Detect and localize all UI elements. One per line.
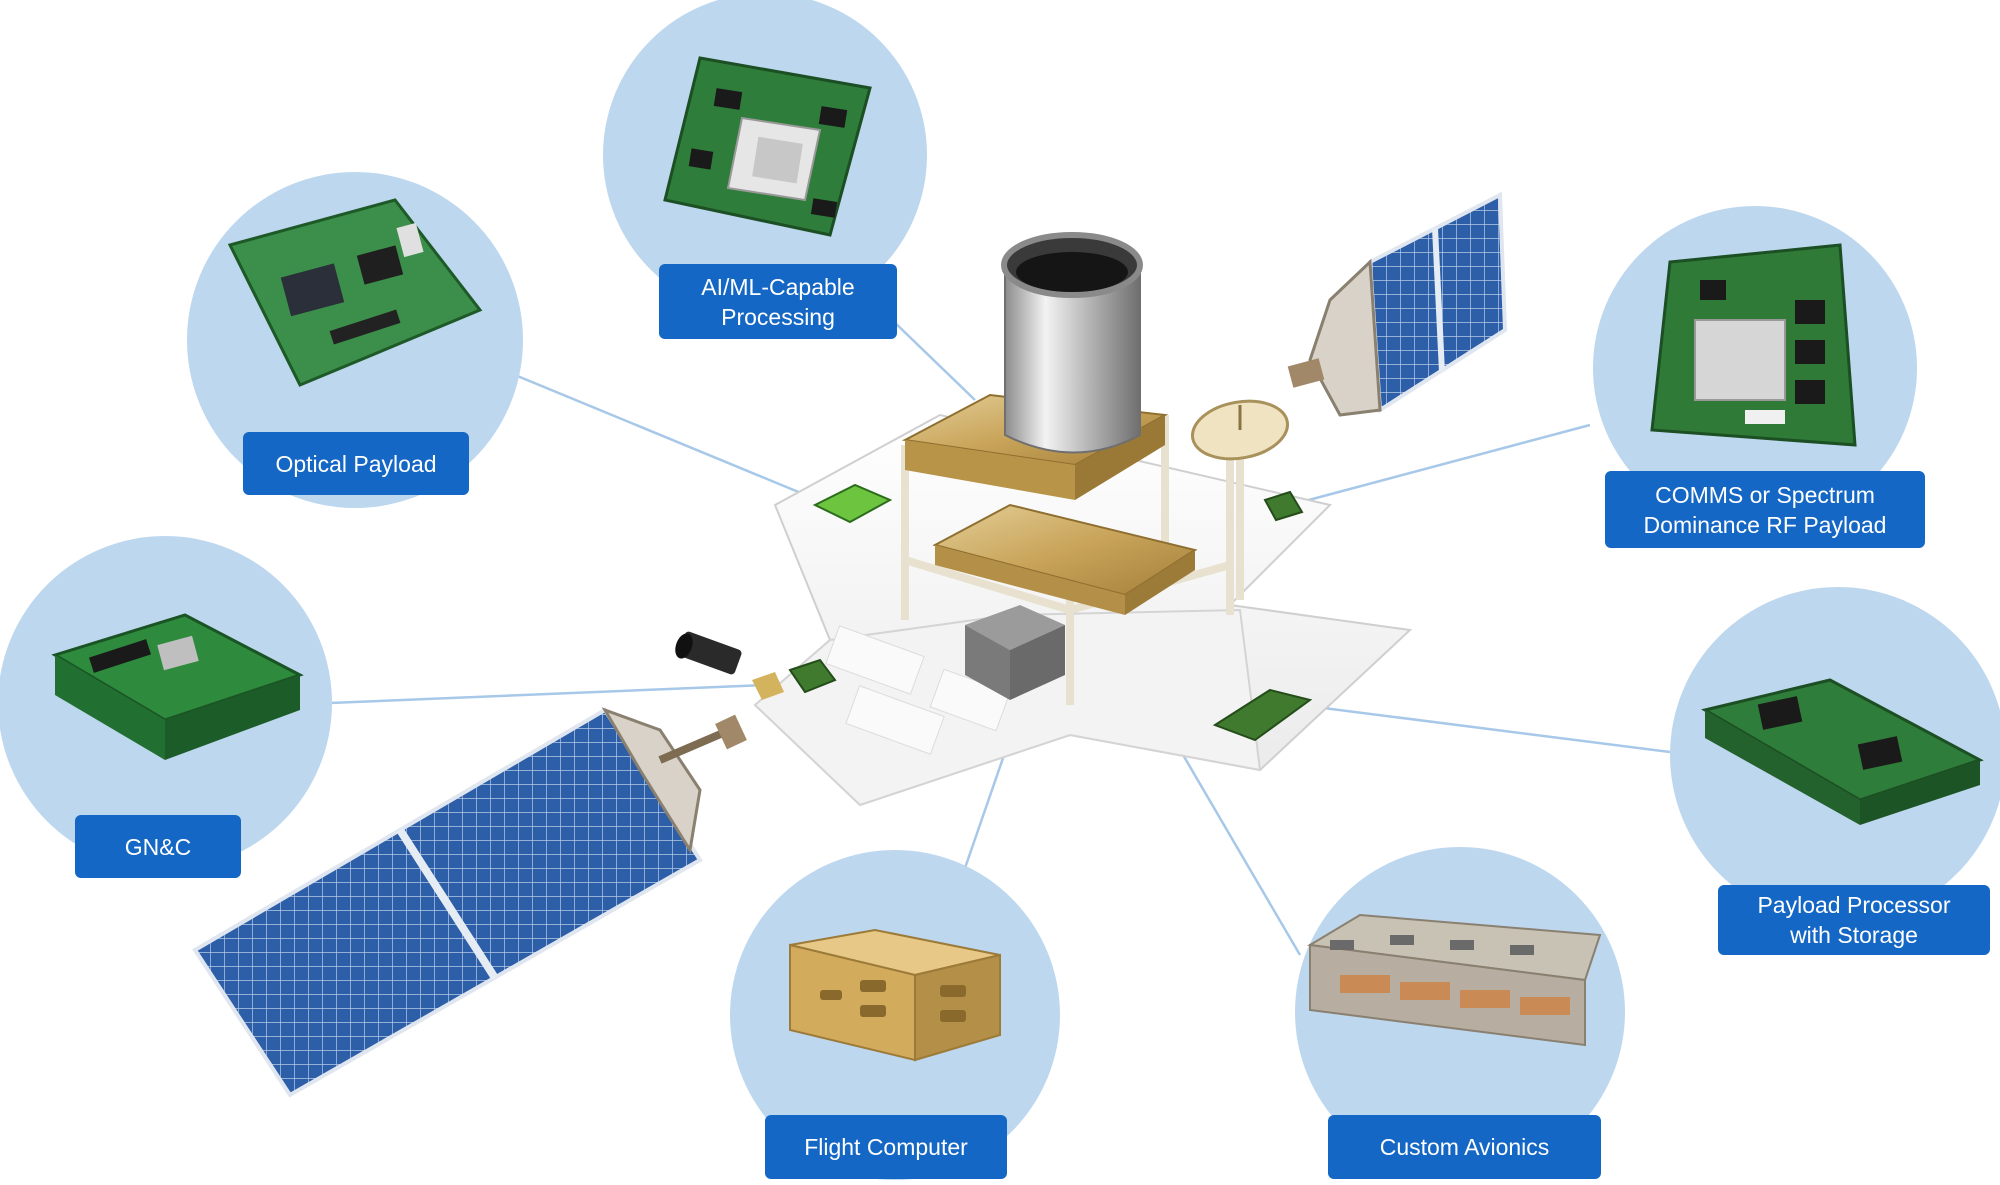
flight-computer-box-image <box>789 928 1001 1062</box>
label-line: Processing <box>721 303 835 330</box>
custom-avionics-chassis-image <box>1307 913 1602 1047</box>
label-line: Payload Processor <box>1757 892 1951 918</box>
gold-tray <box>932 503 1198 615</box>
connector-ai-ml <box>889 317 976 401</box>
solar-panel-right <box>1287 191 1508 417</box>
comms-board-image <box>1650 243 1857 447</box>
label-comms-rf-payload: COMMS or Spectrum Dominance RF Payload <box>1605 471 1925 548</box>
label-line: with Storage <box>1790 922 1918 948</box>
label-line: Optical Payload <box>275 450 437 477</box>
satellite-illustration <box>192 191 1508 1098</box>
payload-processor-board-image <box>1701 678 1984 825</box>
label-line: Flight Computer <box>804 1134 968 1160</box>
connector-lines <box>329 317 1671 956</box>
gnc-board-image <box>51 613 304 760</box>
label-optical-payload: Optical Payload <box>243 432 469 495</box>
label-ai-ml-processing: AI/ML-Capable Processing <box>659 264 897 339</box>
camera-lens <box>675 631 784 700</box>
label-line: Dominance RF Payload <box>1643 511 1887 538</box>
label-custom-avionics: Custom Avionics <box>1328 1115 1601 1179</box>
optical-payload-board-image <box>227 198 483 387</box>
telescope-barrel <box>1001 232 1143 454</box>
label-line: COMMS or Spectrum <box>1655 481 1875 508</box>
deck-flight-box <box>965 605 1065 700</box>
solar-panel-left <box>192 707 747 1098</box>
connector-comms <box>1289 423 1591 507</box>
label-line: GN&C <box>124 833 192 860</box>
label-line: Custom Avionics <box>1379 1134 1550 1160</box>
label-payload-processor-storage: Payload Processor with Storage <box>1718 885 1990 955</box>
connector-payload-processor <box>1299 703 1671 754</box>
label-line: AI/ML-Capable <box>701 273 855 300</box>
label-flight-computer: Flight Computer <box>765 1115 1007 1179</box>
connector-gnc <box>329 683 766 705</box>
dish-antenna <box>1190 399 1290 600</box>
label-gnc: GN&C <box>75 815 241 878</box>
ai-ml-board-image <box>663 56 872 237</box>
deck-boards <box>788 483 1313 742</box>
connector-optical <box>514 373 831 507</box>
